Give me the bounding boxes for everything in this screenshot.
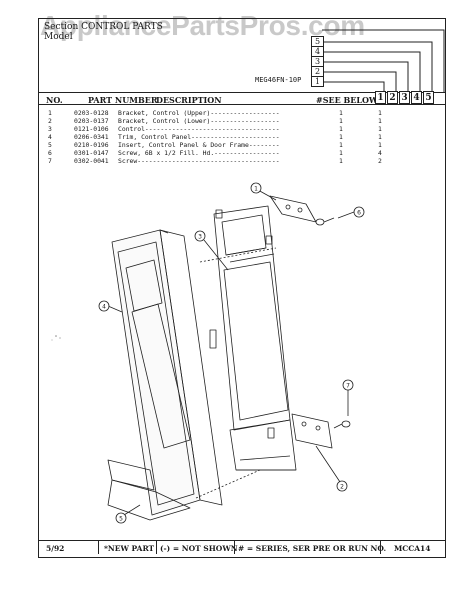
footer-new-part: *NEW PART [104, 544, 155, 553]
row-part-number: 0206-0341 [74, 133, 109, 141]
screw-7 [333, 420, 351, 429]
row-no: 1 [48, 109, 52, 117]
watermark: AppliancePartsPros.com [40, 10, 365, 41]
row-description: Bracket, Control (Upper)----------------… [118, 109, 280, 117]
row-no: 6 [48, 149, 52, 157]
row-part-number: 0302-0041 [74, 157, 109, 165]
model-label: Model [44, 32, 73, 42]
scan-speckle [51, 335, 61, 341]
lower-bracket [291, 413, 333, 449]
row-no: 4 [48, 133, 52, 141]
row-no: 5 [48, 141, 52, 149]
section-label: Section CONTROL PARTS [44, 22, 163, 32]
header-part-number: PART NUMBER [88, 95, 158, 105]
header-col-1: 1 [375, 91, 386, 104]
control-panel-trim [107, 229, 223, 521]
row-description: Insert, Control Panel & Door Frame------… [118, 141, 280, 149]
row-description: Bracket, Control (Lower)----------------… [118, 117, 280, 125]
header-description: DESCRIPTION [156, 95, 222, 105]
callout-7-text: 7 [346, 383, 350, 390]
row-part-number: 0210-0196 [74, 141, 109, 149]
page-footer: 5/92 *NEW PART (-) = NOT SHOWN # = SERIE… [38, 540, 446, 554]
row-no: 3 [48, 125, 52, 133]
row-description: Screw-----------------------------------… [118, 157, 280, 165]
callout-1 [250, 182, 262, 194]
row-description: Trim, Control Panel---------------------… [118, 133, 280, 141]
section-title: Section CONTROL PARTS Model [44, 22, 163, 42]
row-no: 7 [48, 157, 52, 165]
row-description: Screw, 6B x 1/2 Fill. Hd.---------------… [118, 149, 280, 157]
row-qty-b: 1 [378, 109, 382, 117]
row-part-number: 0121-0106 [74, 125, 109, 133]
row-qty-a: 1 [339, 117, 343, 125]
row-qty-b: 1 [378, 141, 382, 149]
header-col-5: 5 [423, 91, 434, 104]
row-part-number: 0203-0137 [74, 117, 109, 125]
row-qty-b: 2 [378, 157, 382, 165]
callout-1-text: 1 [254, 186, 258, 193]
model-number: MEG46FN-10P [255, 76, 302, 84]
row-qty-a: 1 [339, 109, 343, 117]
callout-6 [353, 206, 365, 218]
row-part-number: 0203-0128 [74, 109, 109, 117]
row-qty-a: 1 [339, 133, 343, 141]
callout-2 [336, 480, 348, 492]
header-col-2: 2 [387, 91, 398, 104]
callout-3 [194, 230, 206, 242]
row-description: Control---------------------------------… [118, 125, 280, 133]
page-frame [38, 18, 446, 558]
row-qty-b: 4 [378, 149, 382, 157]
footer-page-code: MCCA14 [394, 544, 431, 553]
row-qty-b: 1 [378, 117, 382, 125]
series-box-1: 1 [311, 76, 324, 87]
callout-6-text: 6 [357, 210, 361, 217]
header-no: NO. [46, 95, 63, 105]
row-no: 2 [48, 117, 52, 125]
row-qty-a: 1 [339, 125, 343, 133]
footer-date: 5/92 [46, 544, 65, 553]
table-header: NO. PART NUMBER DESCRIPTION #SEE BELOW [38, 92, 446, 105]
row-qty-a: 1 [339, 157, 343, 165]
callout-2-text: 2 [340, 484, 344, 491]
control-insert [209, 205, 297, 471]
callout-4 [98, 300, 110, 312]
header-col-4: 4 [411, 91, 422, 104]
row-qty-a: 1 [339, 141, 343, 149]
row-qty-a: 1 [339, 149, 343, 157]
row-part-number: 0301-0147 [74, 149, 109, 157]
header-col-3: 3 [399, 91, 410, 104]
footer-series-note: # = SERIES, SER PRE OR RUN NO. [238, 544, 387, 553]
screw-6 [315, 217, 335, 226]
callout-5 [115, 512, 127, 524]
callout-7 [342, 379, 354, 391]
callout-5-text: 5 [119, 516, 123, 523]
callout-4-text: 4 [102, 304, 106, 311]
row-qty-b: 1 [378, 133, 382, 141]
row-qty-b: 1 [378, 125, 382, 133]
callout-3-text: 3 [198, 234, 202, 241]
footer-not-shown: (-) = NOT SHOWN [160, 544, 238, 553]
header-see-below: #SEE BELOW [316, 95, 378, 105]
